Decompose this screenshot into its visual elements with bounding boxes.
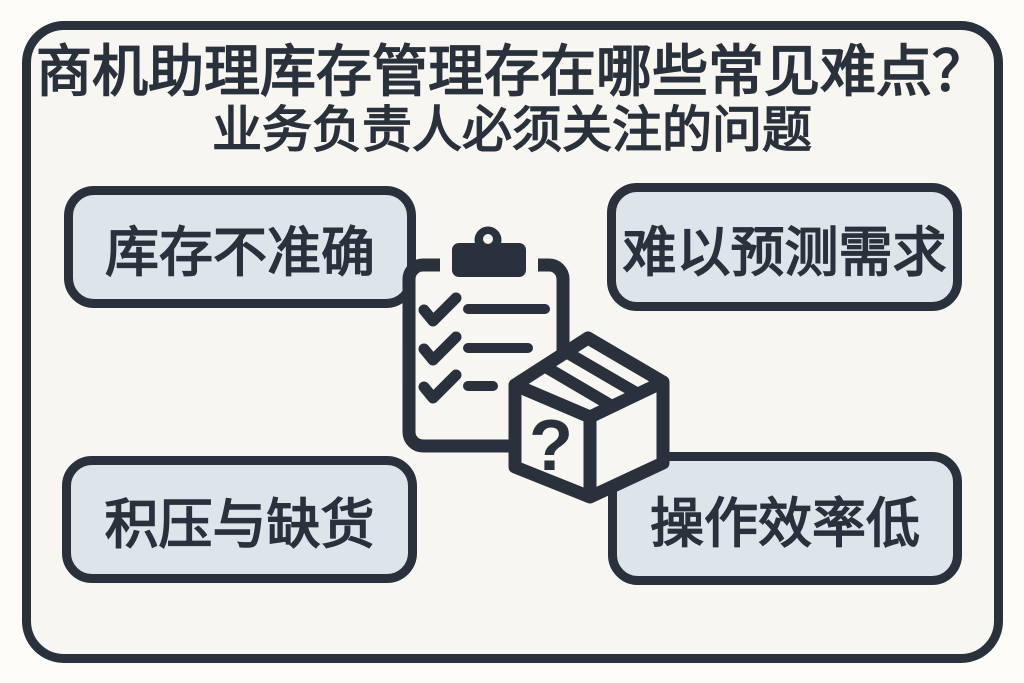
pain-point-label: 操作效率低	[650, 494, 920, 554]
question-mark: ?	[529, 406, 573, 486]
checklist-items	[418, 292, 550, 404]
pain-point-card-demand-forecast: 难以预测需求	[607, 183, 962, 311]
pain-point-card-low-efficiency: 操作效率低	[608, 452, 962, 585]
checkmark-icon	[418, 331, 462, 366]
clipboard-clip-icon	[452, 226, 526, 277]
package-box-icon: ?	[508, 331, 670, 504]
pain-point-label: 难以预测需求	[622, 222, 947, 283]
title-line-1: 商机助理库存管理存在哪些常见难点？	[36, 40, 988, 103]
pain-point-card-overstock-stockout: 积压与缺货	[62, 456, 417, 583]
checkmark-icon	[418, 292, 462, 327]
title-line-2: 业务负责人必须关注的问题	[212, 102, 812, 158]
clipboard-and-box-illustration: ?	[402, 226, 670, 504]
checkmark-icon	[418, 369, 462, 404]
pain-point-label: 库存不准确	[105, 222, 375, 283]
box-flap-line	[562, 346, 642, 400]
box-flap-line	[540, 360, 616, 412]
pain-point-card-inventory-inaccurate: 库存不准确	[64, 186, 416, 308]
pain-point-label: 积压与缺货	[104, 495, 375, 555]
